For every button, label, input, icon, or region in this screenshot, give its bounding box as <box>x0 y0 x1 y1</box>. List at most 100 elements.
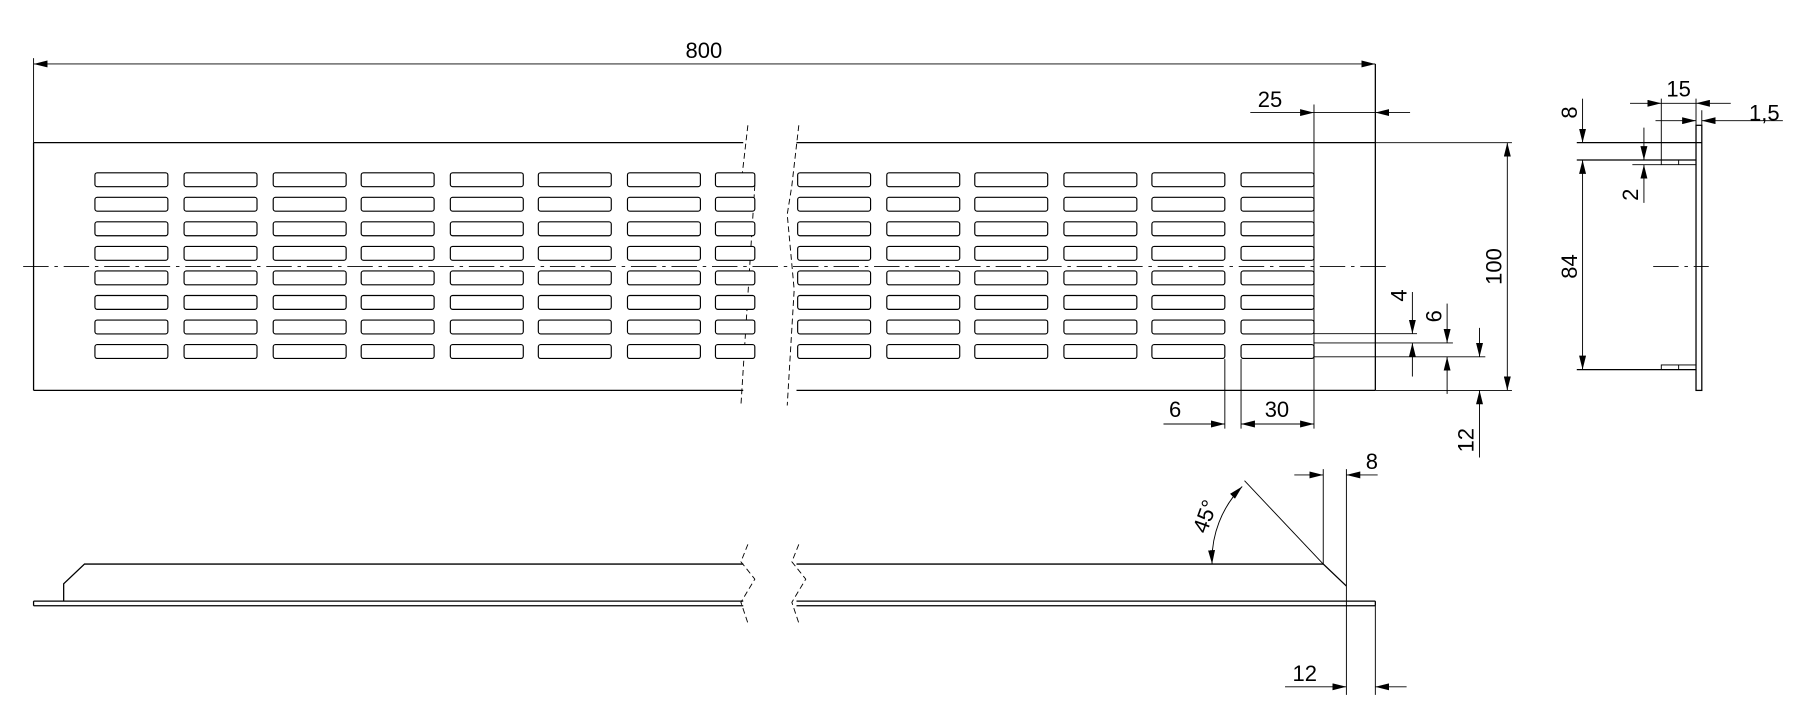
vent-slot <box>1063 172 1138 188</box>
dim-label-800: 800 <box>686 38 723 63</box>
dim-label-12: 12 <box>1454 428 1479 452</box>
dim-label-30: 30 <box>1265 397 1289 422</box>
vent-slot <box>360 196 435 212</box>
vent-slot <box>886 294 961 310</box>
vent-slot <box>183 343 258 360</box>
dim-label-25: 25 <box>1258 87 1282 112</box>
vent-slot <box>272 172 347 188</box>
vent-slot <box>183 270 258 286</box>
vent-slot <box>797 245 872 261</box>
vent-slot <box>714 172 756 188</box>
vent-slot <box>886 319 961 335</box>
vent-slot <box>360 343 435 360</box>
vent-slot <box>974 172 1049 188</box>
vent-slot <box>714 294 756 310</box>
vent-slot <box>183 172 258 188</box>
vent-slot <box>974 294 1049 310</box>
vent-slot <box>714 343 756 360</box>
vent-slot <box>1063 245 1138 261</box>
vent-slot <box>626 172 701 188</box>
vent-slot <box>537 294 612 310</box>
vent-slot <box>886 196 961 212</box>
vent-slot <box>449 294 524 310</box>
side-view: 8 84 2 15 1,5 <box>1557 76 1783 392</box>
vent-slot <box>183 245 258 261</box>
vent-slot <box>94 196 169 212</box>
vent-slot <box>886 221 961 237</box>
vent-slot <box>537 319 612 335</box>
vent-slot <box>449 196 524 212</box>
vent-slot <box>886 270 961 286</box>
vent-slot <box>537 172 612 188</box>
vent-slot <box>183 294 258 310</box>
vent-slot <box>94 172 169 188</box>
vent-slot <box>1151 196 1226 212</box>
vent-slot <box>1063 270 1138 286</box>
vent-slot <box>1063 221 1138 237</box>
vent-slot <box>1151 270 1226 286</box>
dimension-height: 100 <box>1375 142 1512 391</box>
vent-slot <box>1240 196 1315 212</box>
vent-slot <box>1063 294 1138 310</box>
vent-slot <box>974 221 1049 237</box>
vent-slot <box>1151 294 1226 310</box>
vent-slot <box>272 294 347 310</box>
vent-slot <box>626 196 701 212</box>
vent-slot <box>1063 343 1138 360</box>
vent-slot <box>886 343 961 360</box>
vent-slot <box>94 221 169 237</box>
vent-slot <box>626 270 701 286</box>
vent-slot <box>1151 343 1226 360</box>
vent-slot <box>183 196 258 212</box>
vent-slot <box>1063 196 1138 212</box>
vent-slot <box>360 221 435 237</box>
vent-slot <box>714 245 756 261</box>
vent-slot <box>183 221 258 237</box>
vent-slot <box>797 196 872 212</box>
vent-slot <box>449 319 524 335</box>
vent-slot <box>272 343 347 360</box>
dimension-slot-height: 4 6 12 <box>1313 289 1486 458</box>
vent-slot <box>626 245 701 261</box>
vent-slot <box>626 294 701 310</box>
vent-slot <box>714 221 756 237</box>
front-view <box>23 63 1390 406</box>
vent-slot <box>714 196 756 212</box>
vent-slot <box>974 343 1049 360</box>
vent-slot <box>1240 245 1315 261</box>
vent-slot <box>1240 221 1315 237</box>
vent-slot <box>626 343 701 360</box>
vent-slot <box>886 172 961 188</box>
dim-label-15: 15 <box>1666 76 1690 101</box>
vent-slot <box>797 172 872 188</box>
dimension-length: 800 <box>33 38 1376 143</box>
vent-slot <box>1240 294 1315 310</box>
vent-slot <box>94 270 169 286</box>
vent-slot <box>94 319 169 335</box>
vent-slot <box>1151 221 1226 237</box>
vent-slot <box>1240 343 1315 360</box>
vent-slot <box>360 172 435 188</box>
vent-slot <box>94 343 169 360</box>
vent-slot <box>272 245 347 261</box>
dim-label-100: 100 <box>1482 248 1507 285</box>
vent-slot <box>974 319 1049 335</box>
dim-label-4: 4 <box>1387 289 1412 301</box>
vent-slot <box>360 319 435 335</box>
dim-label-profile-8: 8 <box>1366 449 1378 474</box>
vent-slot <box>272 221 347 237</box>
vent-slot <box>974 196 1049 212</box>
vent-slot <box>360 294 435 310</box>
vent-slot <box>714 319 756 335</box>
vent-slot <box>94 294 169 310</box>
dim-label-45-degree: 45° <box>1188 496 1223 536</box>
vent-slot <box>449 172 524 188</box>
profile-view: 8 12 45° <box>32 449 1407 695</box>
vent-slot <box>537 245 612 261</box>
vent-slot <box>183 319 258 335</box>
vent-slot <box>797 343 872 360</box>
vent-slot <box>1151 172 1226 188</box>
vent-slot <box>94 245 169 261</box>
vent-slot <box>537 270 612 286</box>
